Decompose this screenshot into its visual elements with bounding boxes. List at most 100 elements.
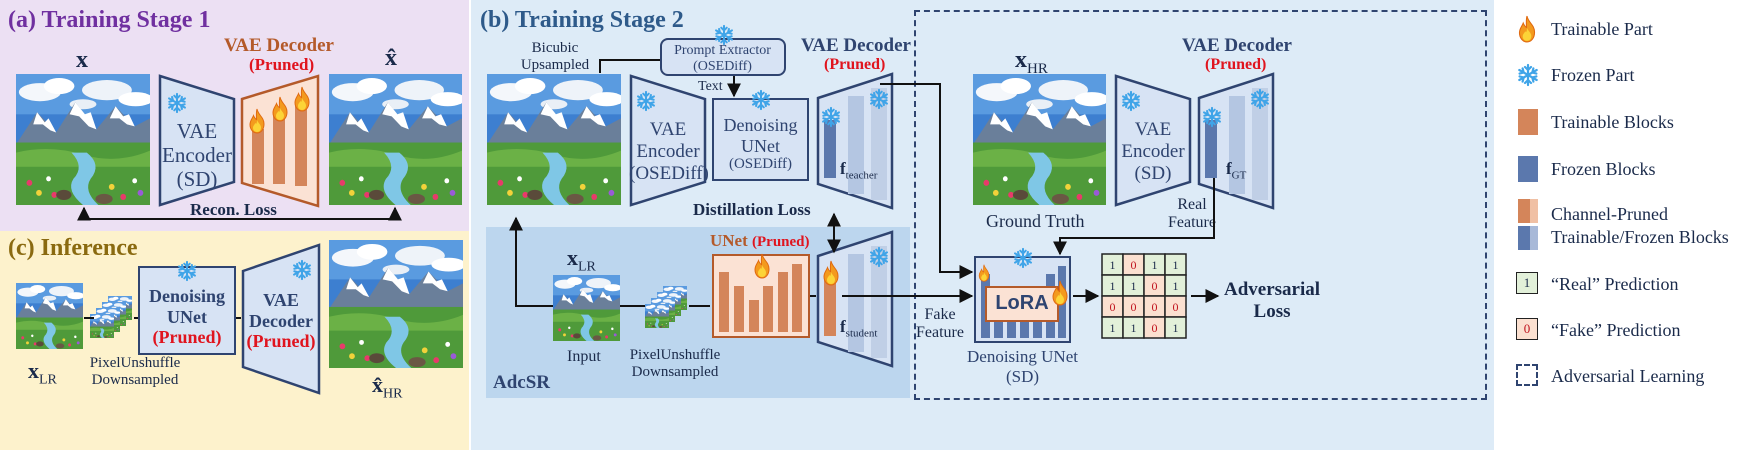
prediction-cell: 0 [1143, 316, 1166, 339]
svg-text:1: 1 [1110, 279, 1116, 293]
prediction-cell: 0 [1122, 295, 1145, 318]
pixelunshuffle-stack-b [645, 286, 689, 328]
snowflake-icon [635, 90, 657, 112]
discriminator-caption: Denoising UNet(SD) [967, 347, 1078, 386]
encoder-line2: Encoder [162, 143, 232, 168]
prompt-extractor: Prompt Extractor(OSEDiff) [660, 38, 786, 76]
prediction-cell: 0 [1101, 295, 1124, 318]
snowflake-icon [820, 106, 842, 128]
snowflake-icon [176, 260, 198, 282]
legend-channel-pruned-block-frozen [1518, 226, 1538, 250]
xhat-label: x̂ [385, 45, 397, 71]
svg-text:0: 0 [1152, 279, 1158, 293]
snowflake-icon [868, 246, 890, 268]
discriminator-unet-sd: LoRA [974, 256, 1071, 343]
legend-trainable-blocks: Trainable Blocks [1551, 112, 1674, 132]
prediction-cell: 1 [1101, 253, 1124, 276]
lora-module: LoRA [985, 286, 1059, 322]
flame-icon [1516, 15, 1538, 43]
svg-text:0: 0 [1131, 300, 1137, 314]
legend-real-prediction: “Real” Prediction [1551, 274, 1679, 294]
panel-a-title: (a) Training Stage 1 [8, 7, 211, 33]
svg-text:0: 0 [1152, 321, 1158, 335]
vae-decoder-gt [1197, 72, 1275, 210]
legend-trainable-part: Trainable Part [1551, 19, 1653, 39]
snowflake-icon [1516, 63, 1540, 87]
svg-text:0: 0 [1131, 258, 1137, 272]
flame-icon [821, 260, 841, 286]
x-hr-label: xHR [1015, 47, 1048, 77]
svg-text:1: 1 [1152, 258, 1158, 272]
legend-channel-pruned-line1: Channel-Pruned [1551, 204, 1668, 224]
encoder-line3: (SD) [176, 167, 218, 192]
flame-icon [247, 108, 267, 134]
student-unet-pruned [712, 254, 810, 338]
panel-b-title: (b) Training Stage 2 [480, 7, 684, 33]
svg-text:1: 1 [1131, 321, 1137, 335]
snowflake-icon [868, 88, 890, 110]
recon-loss-label: Recon. Loss [190, 200, 277, 219]
legend-channel-pruned-line2: Trainable/Frozen Blocks [1551, 227, 1729, 247]
pixelunshuffle-stack [90, 296, 134, 338]
legend-fake-prediction: “Fake” Prediction [1551, 320, 1681, 340]
input-label: Input [567, 348, 601, 365]
distillation-loss-label: Distillation Loss [693, 200, 811, 219]
svg-text:1: 1 [1173, 279, 1179, 293]
ground-truth-label: Ground Truth [986, 211, 1085, 231]
legend-frozen-blocks: Frozen Blocks [1551, 159, 1656, 179]
svg-text:0: 0 [1173, 300, 1179, 314]
input-image [16, 74, 150, 205]
student-unet-title: UNet (Pruned) [710, 231, 810, 250]
ground-truth-image [973, 74, 1106, 205]
prediction-cell: 1 [1122, 316, 1145, 339]
pruned-label: (Pruned) [249, 55, 315, 74]
lr-input-image-b [553, 275, 620, 341]
f-student-label: fstudent [840, 317, 878, 340]
prediction-cell: 1 [1122, 274, 1145, 297]
legend-frozen-block [1518, 156, 1538, 182]
snowflake-icon [166, 92, 188, 114]
xhat-hr-label: x̂HR [372, 372, 403, 402]
snowflake-icon [1012, 247, 1034, 269]
prediction-cell: 1 [1164, 316, 1187, 339]
snowflake-icon [291, 259, 313, 281]
vae-decoder-title: VAE Decoder [224, 35, 334, 56]
teacher-decoder-pruned: (Pruned) [824, 56, 886, 73]
vae-encoder-sd: VAE Encoder (SD) [158, 74, 236, 207]
gt-decoder-title: VAE Decoder [1182, 35, 1292, 56]
vae-decoder-teacher [816, 72, 894, 210]
prediction-cell: 0 [1164, 295, 1187, 318]
prediction-cell: 1 [1143, 253, 1166, 276]
snowflake-icon [750, 89, 772, 111]
hr-output-image [329, 240, 463, 368]
snowflake-icon [1120, 90, 1142, 112]
legend-trainable-block [1518, 109, 1538, 135]
bicubic-image [487, 74, 621, 205]
gt-decoder-pruned: (Pruned) [1205, 56, 1267, 73]
x-lr-label-b: xLR [567, 245, 596, 275]
legend-adversarial-learning: Adversarial Learning [1551, 366, 1705, 386]
svg-text:1: 1 [1173, 258, 1179, 272]
flame-icon [270, 96, 290, 122]
flame-icon [752, 253, 772, 279]
snowflake-icon [1249, 88, 1271, 110]
legend-frozen-part: Frozen Part [1551, 65, 1635, 85]
reconstructed-image [329, 74, 462, 205]
prediction-cell: 0 [1143, 274, 1166, 297]
legend-real-cell: 1 [1516, 272, 1538, 294]
adcsr-label: AdcSR [493, 372, 551, 393]
f-teacher-label: fteacher [840, 159, 878, 182]
svg-text:1: 1 [1173, 321, 1179, 335]
svg-text:1: 1 [1110, 258, 1116, 272]
x-label: x [76, 47, 88, 73]
